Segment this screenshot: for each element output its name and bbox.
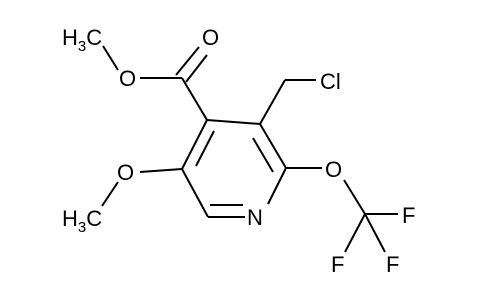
bond-ocf3-o-c	[343, 179, 366, 215]
bond-carbonyl-o-double-a	[175, 46, 200, 76]
bond-c6-c5	[181, 168, 209, 218]
bond-c4-c3	[206, 119, 261, 125]
bond-c2-n	[267, 167, 287, 205]
ring-nitrogen-label: N	[247, 205, 263, 230]
trifluoromethoxy-group: O F F F	[286, 157, 415, 277]
carbonyl-oxygen-label: O	[202, 25, 219, 50]
fluorine-3-label: F	[386, 252, 399, 277]
methoxy-methyl-label: H3C	[62, 206, 102, 236]
bond-c5-methoxy-o	[139, 168, 183, 173]
bond-c5-c4	[181, 119, 208, 170]
bond-c-f2	[344, 213, 366, 253]
bond-c3-c2	[259, 123, 287, 169]
bond-carbonyl-o-double-b	[185, 54, 208, 83]
chloromethyl-group: Cl	[259, 69, 341, 125]
ester-methyl-label: H3C	[62, 25, 102, 55]
bond-methoxy-o-methyl	[101, 181, 119, 207]
ester-group: O O H3C	[62, 25, 219, 121]
fluorine-2-label: F	[331, 252, 344, 277]
fluorine-1-label: F	[402, 203, 415, 228]
bond-c-f3	[364, 213, 386, 253]
chloro-label: Cl	[320, 69, 341, 94]
bond-c3-c2-inner	[252, 137, 274, 173]
bond-c4-carbonyl	[181, 77, 208, 121]
bond-c5-c4-inner	[195, 130, 215, 167]
ocf3-oxygen-label: O	[325, 157, 342, 182]
methoxy-group: O H3C	[62, 160, 183, 236]
bond-ester-o-methyl	[102, 45, 119, 71]
methoxy-oxygen-label: O	[117, 160, 134, 185]
ester-oxygen-label: O	[119, 66, 136, 91]
pyridine-ring	[181, 119, 287, 218]
bond-c3-ch2	[259, 79, 286, 125]
